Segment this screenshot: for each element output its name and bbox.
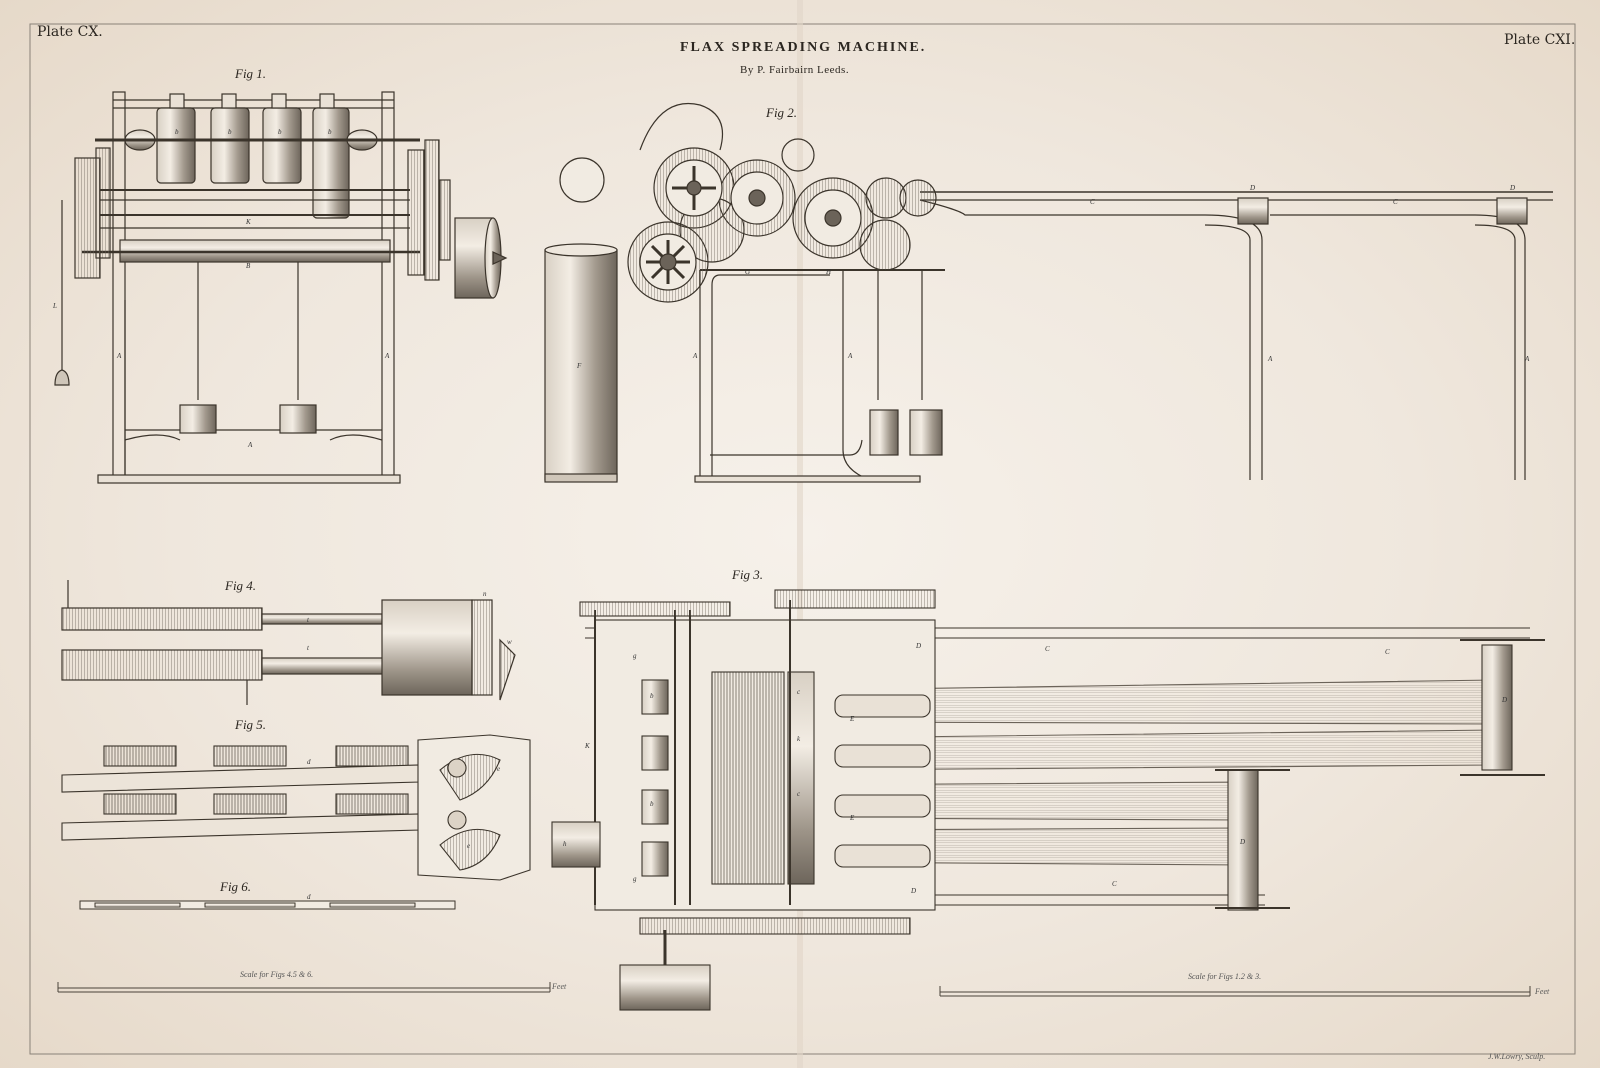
scale-left-caption: Scale for Figs 4.5 & 6. xyxy=(240,970,314,979)
label-D-fig3-4: D xyxy=(911,887,917,895)
label-H-fig2: H xyxy=(826,268,832,276)
fig4-label: Fig 4. xyxy=(225,578,257,593)
label-E-fig3-2: E xyxy=(850,814,855,822)
label-k-fig3: k xyxy=(797,735,801,743)
label-F-fig2: F xyxy=(577,362,582,370)
fig3-label: Fig 3. xyxy=(732,567,764,582)
label-g-fig3-1: g xyxy=(633,652,637,660)
plate-number-left: Plate CX. xyxy=(37,24,103,40)
label-h-fig3: h xyxy=(563,840,567,848)
label-e-fig5-2: e xyxy=(467,842,471,850)
scale-left-unit: Feet xyxy=(552,982,567,991)
page-subtitle: By P. Fairbairn Leeds. xyxy=(740,64,850,76)
label-E-fig3-1: E xyxy=(850,715,855,723)
label-b-fig3-1: b xyxy=(650,692,654,700)
fig1-label: Fig 1. xyxy=(235,66,267,81)
label-L-fig1: L xyxy=(53,302,57,310)
label-t-fig4-2: t xyxy=(307,644,309,652)
label-D-fig3-2: D xyxy=(1240,838,1246,846)
fig2-drawing xyxy=(544,103,1553,483)
label-t-fig4-1: t xyxy=(307,616,309,624)
label-A-fig1-left: A xyxy=(117,352,122,360)
label-n-fig4: n xyxy=(483,590,487,598)
label-A-fig1-base: A xyxy=(248,441,253,449)
fig6-label: Fig 6. xyxy=(220,879,252,894)
label-D-fig2-2: D xyxy=(1510,184,1516,192)
label-C-fig2-2: C xyxy=(1393,198,1398,206)
engraver-credit: J.W.Lowry, Sculp. xyxy=(1488,1052,1546,1061)
label-D-fig3-1: D xyxy=(1502,696,1508,704)
label-A-fig2-4: A xyxy=(1525,355,1530,363)
label-C-fig3-2: C xyxy=(1385,648,1390,656)
label-w-fig4: w xyxy=(507,638,512,646)
label-D-fig2-1: D xyxy=(1250,184,1256,192)
scale-right-caption: Scale for Figs 1.2 & 3. xyxy=(1188,972,1262,981)
page-title: FLAX SPREADING MACHINE. xyxy=(680,40,927,55)
fig5-label: Fig 5. xyxy=(235,717,267,732)
fig5-drawing xyxy=(61,734,531,881)
label-A-fig2-1: A xyxy=(693,352,698,360)
label-C-fig3-1: C xyxy=(1045,645,1050,653)
fig1-drawing xyxy=(54,91,508,484)
label-c-fig3-1: c xyxy=(797,688,801,696)
label-b-fig1-3: b xyxy=(278,128,282,136)
label-b-fig1: b xyxy=(175,128,179,136)
label-K-fig3: K xyxy=(585,742,590,750)
label-b-fig1-2: b xyxy=(228,128,232,136)
label-A-fig2-3: A xyxy=(1268,355,1273,363)
label-K-fig1: K xyxy=(246,218,251,226)
label-D-fig3-3: D xyxy=(916,642,922,650)
label-c-fig3-2: c xyxy=(797,790,801,798)
label-d-fig5: d xyxy=(307,758,311,766)
label-b-fig1-4: b xyxy=(328,128,332,136)
label-A-fig2-2: A xyxy=(848,352,853,360)
plate-number-right: Plate CXI. xyxy=(1504,32,1576,48)
fig4-drawing xyxy=(61,580,516,705)
scale-right-unit: Feet xyxy=(1535,987,1550,996)
label-G-fig2: G xyxy=(745,268,751,276)
label-d-fig6: d xyxy=(307,893,311,901)
label-B-fig1: B xyxy=(246,262,251,270)
label-e-fig5-1: e xyxy=(497,765,501,773)
fig6-drawing xyxy=(79,900,456,910)
label-b-fig3-2: b xyxy=(650,800,654,808)
fig2-label: Fig 2. xyxy=(766,105,798,120)
label-C-fig2-1: C xyxy=(1090,198,1095,206)
label-C-fig3-3: C xyxy=(1112,880,1117,888)
label-A-fig1-right: A xyxy=(385,352,390,360)
scale-bar-left xyxy=(57,982,551,993)
label-g-fig3-2: g xyxy=(633,875,637,883)
fig3-drawing xyxy=(551,589,1545,1011)
scale-bar-right xyxy=(939,986,1531,997)
